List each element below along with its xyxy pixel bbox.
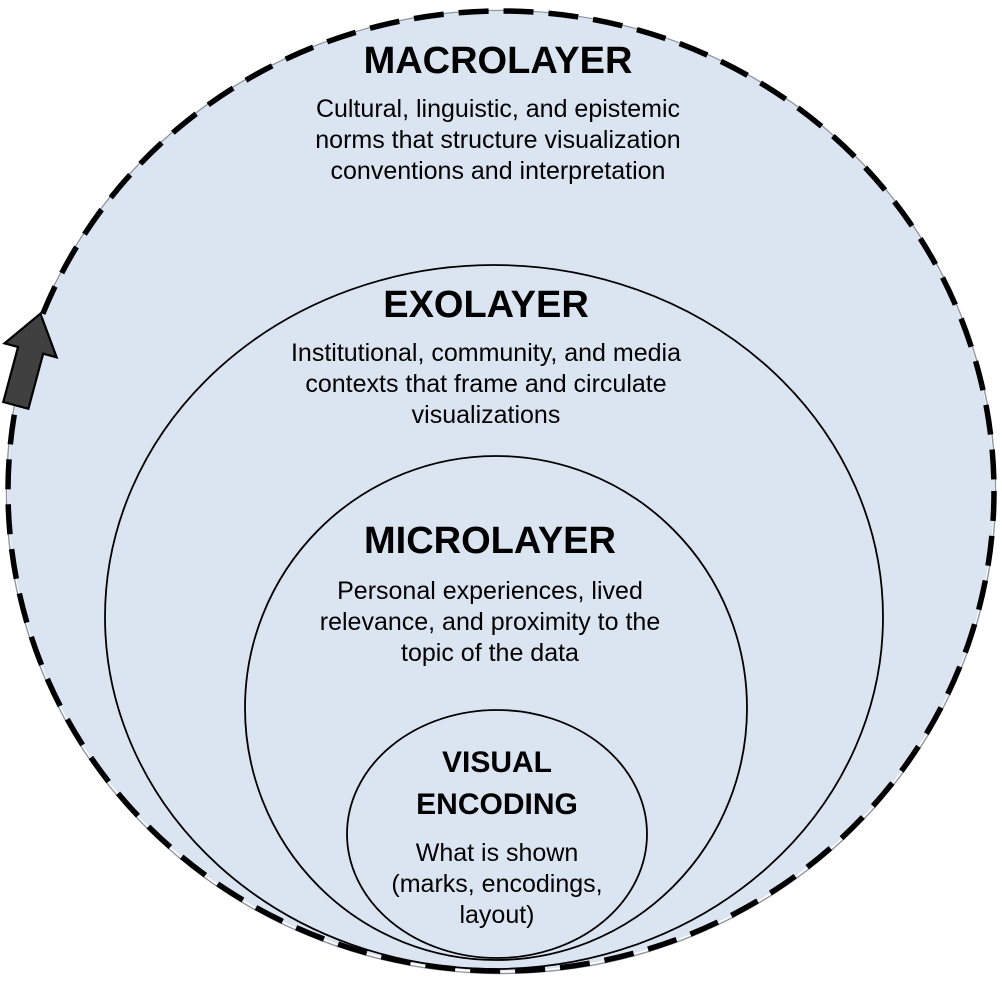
macrolayer-description: Cultural, linguistic, and epistemic norm… xyxy=(315,95,681,185)
exolayer-circle xyxy=(104,264,884,970)
microlayer-description: Personal experiences, lived relevance, a… xyxy=(319,577,661,667)
microlayer-title: MICROLAYER xyxy=(364,520,616,562)
up-arrow-icon xyxy=(1,311,59,411)
visual-encoding-title: VISUAL ENCODING xyxy=(416,746,578,821)
up-arrow-shape xyxy=(1,311,59,411)
visual-encoding-description: What is shown (marks, encodings, layout) xyxy=(391,839,603,929)
visual-encoding-label: VISUAL ENCODING What is shown (marks, en… xyxy=(317,742,677,931)
macrolayer-label: MACROLAYER Cultural, linguistic, and epi… xyxy=(228,38,768,187)
microlayer-label: MICROLAYER Personal experiences, lived r… xyxy=(260,518,720,669)
exolayer-description: Institutional, community, and media cont… xyxy=(290,339,681,429)
visual-encoding-circle xyxy=(346,709,648,959)
macrolayer-title: MACROLAYER xyxy=(363,40,633,82)
exolayer-label: EXOLAYER Institutional, community, and m… xyxy=(236,282,736,431)
macrolayer-circle xyxy=(5,8,997,974)
exolayer-title: EXOLAYER xyxy=(383,284,589,326)
microlayer-circle xyxy=(244,455,748,961)
